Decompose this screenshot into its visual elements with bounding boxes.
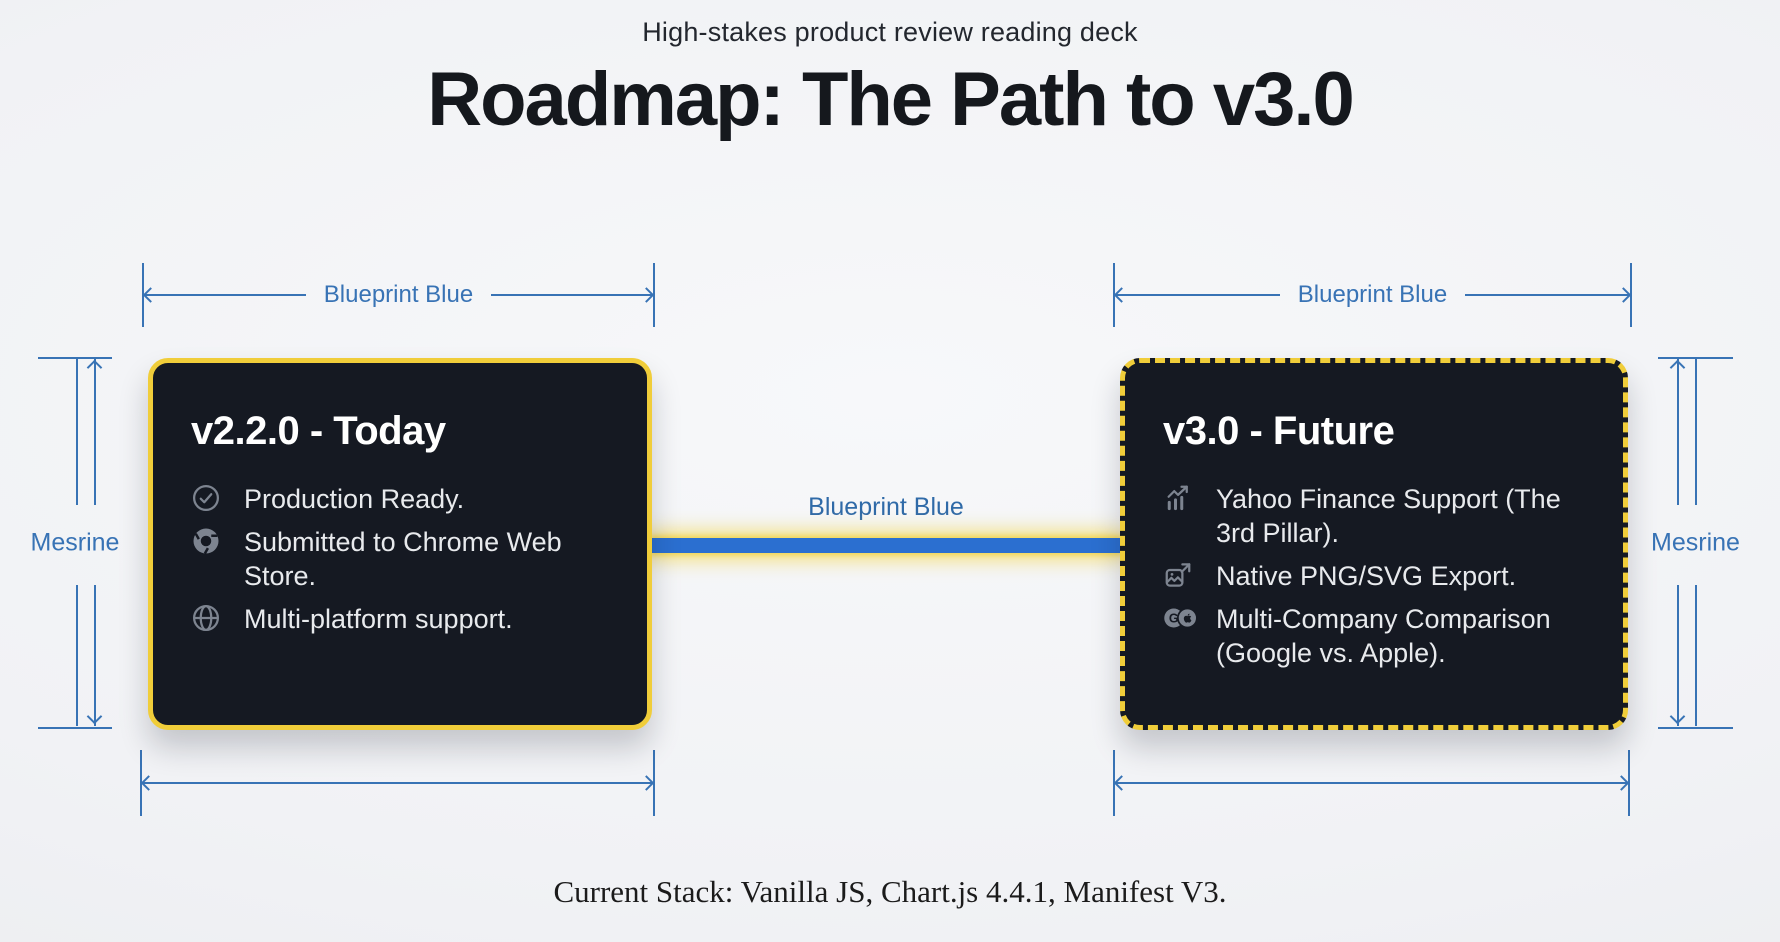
card-v3-future: v3.0 - Future: [1120, 358, 1628, 730]
connector-label: Blueprint Blue: [808, 493, 964, 521]
dimension-line: [1677, 585, 1679, 726]
arrowhead-left-icon: [1113, 287, 1130, 303]
dimension-line: [1677, 359, 1679, 505]
dimension-line: [142, 294, 306, 296]
feature-text: Production Ready.: [244, 484, 465, 514]
dimension-top-right: Blueprint Blue: [1113, 263, 1632, 327]
feature-list: Yahoo Finance Support (The 3rd Pillar).: [1163, 482, 1585, 670]
dimension-tick: [1658, 357, 1733, 359]
list-item: Production Ready.: [191, 482, 609, 516]
list-item: Yahoo Finance Support (The 3rd Pillar).: [1163, 482, 1585, 550]
feature-text: Native PNG/SVG Export.: [1216, 561, 1517, 591]
dimension-label: Mesrine: [30, 528, 120, 557]
dimension-label: Blueprint Blue: [323, 281, 474, 308]
dimension-label: Blueprint Blue: [1297, 281, 1448, 308]
feature-text: Multi-Company Comparison (Google vs. App…: [1216, 604, 1551, 668]
arrowhead-left-icon: [142, 287, 159, 303]
dimension-tick: [38, 727, 112, 729]
dimension-bottom-right: [1113, 750, 1630, 816]
dimension-tick: [1658, 727, 1733, 729]
slide-title: Roadmap: The Path to v3.0: [427, 57, 1355, 142]
dimension-tick: [653, 263, 655, 327]
dimension-tick: [142, 263, 144, 327]
arrowhead-right-icon: [638, 775, 655, 791]
dimension-line: [1695, 359, 1697, 505]
arrowhead-up-icon: [86, 359, 103, 376]
arrowhead-up-icon: [1669, 359, 1686, 376]
dimension-line: [76, 585, 78, 726]
dimension-tick: [1630, 263, 1632, 327]
arrowhead-right-icon: [1615, 287, 1632, 303]
chrome-icon: [191, 526, 227, 556]
dimension-label: Mesrine: [1651, 528, 1740, 557]
dimension-line: [1113, 294, 1280, 296]
dimension-tick: [140, 750, 142, 816]
image-export-icon: [1163, 560, 1199, 590]
footer-stack-note: Current Stack: Vanilla JS, Chart.js 4.4.…: [553, 874, 1227, 909]
list-item: Native PNG/SVG Export.: [1163, 559, 1585, 593]
dimension-tick: [1113, 263, 1115, 327]
dimension-line: [76, 359, 78, 505]
arrowhead-left-icon: [140, 775, 157, 791]
arrowhead-left-icon: [1113, 775, 1130, 791]
dimension-line: [94, 585, 96, 726]
list-item: G Multi-Company Comparison (Google vs. A…: [1163, 602, 1585, 670]
feature-text: Yahoo Finance Support (The 3rd Pillar).: [1216, 484, 1561, 548]
card-v2-today: v2.2.0 - Today Production Ready.: [148, 358, 652, 730]
list-item: Multi-platform support.: [191, 602, 609, 636]
dimension-tick: [1628, 750, 1630, 816]
globe-icon: [191, 603, 227, 633]
growth-chart-icon: [1163, 483, 1199, 513]
svg-text:G: G: [1169, 611, 1179, 625]
dimension-line: [140, 782, 655, 784]
dimension-line: [94, 359, 96, 505]
dimension-tick: [1113, 750, 1115, 816]
arrowhead-down-icon: [1669, 708, 1686, 725]
dimension-line: [1695, 585, 1697, 726]
connector-line: [652, 538, 1120, 553]
list-item: Submitted to Chrome Web Store.: [191, 525, 609, 593]
dimension-line: [491, 294, 655, 296]
feature-list: Production Ready. Submitted to Chrome We…: [191, 482, 609, 636]
arrowhead-right-icon: [638, 287, 655, 303]
dimension-top-left: Blueprint Blue: [142, 263, 655, 327]
dimension-tick: [38, 357, 112, 359]
slide-kicker: High-stakes product review reading deck: [642, 17, 1138, 47]
dimension-line: [1113, 782, 1630, 784]
google-apple-icon: G: [1163, 603, 1199, 633]
card-title: v2.2.0 - Today: [191, 409, 446, 453]
arrowhead-right-icon: [1613, 775, 1630, 791]
dimension-left-vertical: Mesrine: [31, 357, 119, 729]
feature-text: Submitted to Chrome Web Store.: [244, 527, 562, 591]
dimension-tick: [653, 750, 655, 816]
arrowhead-down-icon: [86, 708, 103, 725]
feature-text: Multi-platform support.: [244, 604, 513, 634]
dimension-bottom-left: [140, 750, 655, 816]
dimension-line: [1465, 294, 1632, 296]
card-title: v3.0 - Future: [1163, 409, 1395, 453]
dimension-right-vertical: Mesrine: [1651, 357, 1740, 729]
check-circle-icon: [191, 483, 227, 513]
